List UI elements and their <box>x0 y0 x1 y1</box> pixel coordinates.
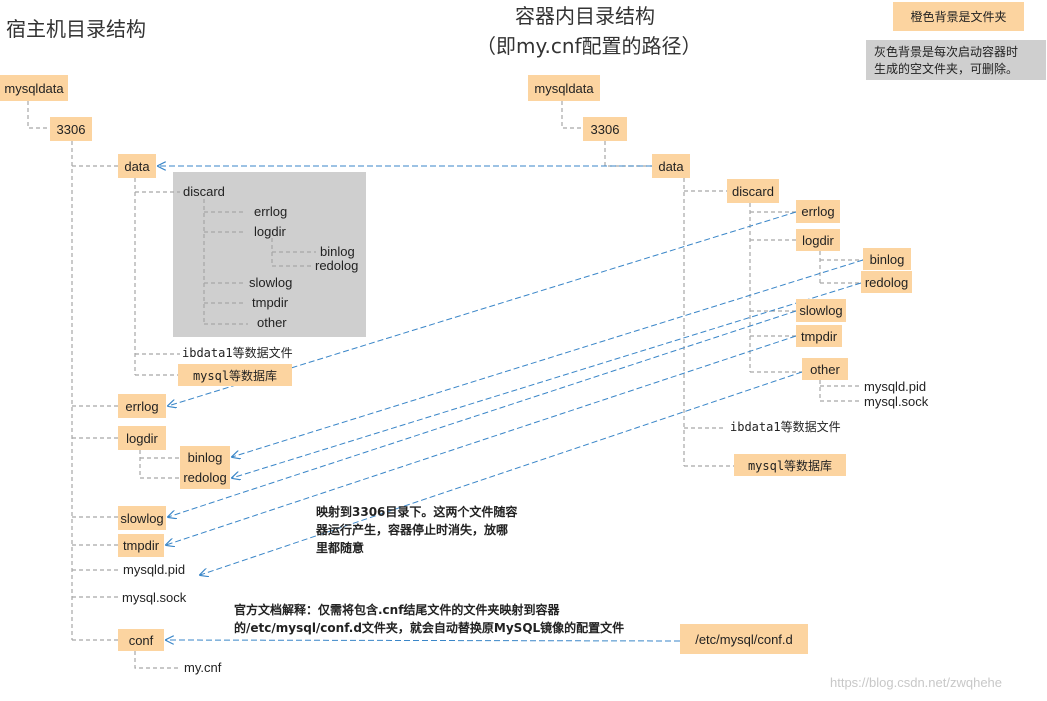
legend-gray-line2: 生成的空文件夹，可删除。 <box>874 62 1019 76</box>
mapping-note-line1: 映射到3306目录下。这两个文件随容 <box>316 505 518 519</box>
container-binlog-folder: binlog <box>863 248 911 270</box>
container-logdir-branches <box>819 251 863 284</box>
watermark: https://blog.csdn.net/zwqhehe <box>830 675 1003 690</box>
container-errlog-folder: errlog <box>796 200 840 223</box>
host-data-folder: data <box>118 154 156 178</box>
host-discard-tmpdir: tmpdir <box>252 295 289 310</box>
host-slowlog-folder: slowlog <box>118 506 166 530</box>
container-subtitle: （即my.cnf配置的路径） <box>476 34 702 58</box>
host-discard-errlog: errlog <box>254 204 288 219</box>
arrow-other-mapping <box>200 371 803 575</box>
container-root-branch <box>561 101 583 129</box>
host-discard-other: other <box>257 315 287 330</box>
container-confd-folder: /etc/mysql/conf.d <box>680 624 808 654</box>
arrow-tmpdir-mapping <box>166 335 797 545</box>
host-discard-slowlog: slowlog <box>249 275 293 290</box>
container-mysqldata-folder: mysqldata <box>528 75 600 101</box>
host-logdir-branches <box>139 450 180 479</box>
container-title: 容器内目录结构 <box>515 4 655 28</box>
arrow-conf-mapping <box>166 640 681 641</box>
arrow-binlog-mapping <box>232 259 864 457</box>
host-data-branches <box>134 178 180 376</box>
host-ibdata-file: ibdata1等数据文件 <box>182 346 293 360</box>
host-root-branch <box>27 101 50 129</box>
legend-gray-line1: 灰色背景是每次启动容器时 <box>874 45 1019 59</box>
host-mysqld-pid-file: mysqld.pid <box>123 562 186 577</box>
host-redolog-folder: redolog <box>180 466 230 489</box>
mapping-note-line3: 里都随意 <box>316 541 365 555</box>
container-discard-folder: discard <box>727 179 779 203</box>
host-errlog-folder: errlog <box>118 394 166 418</box>
container-3306-folder: 3306 <box>583 117 627 141</box>
discard-gray-block <box>173 172 366 337</box>
host-discard-logdir-branches <box>271 238 316 267</box>
host-discard-label: discard <box>183 184 225 199</box>
host-logdir-folder: logdir <box>118 426 166 450</box>
container-mysql-db-folder: mysql等数据库 <box>734 454 846 476</box>
container-other-branches <box>819 380 860 402</box>
host-title: 宿主机目录结构 <box>6 17 146 41</box>
legend-orange: 橙色背景是文件夹 <box>893 2 1024 31</box>
legend-gray: 灰色背景是每次启动容器时 生成的空文件夹，可删除。 <box>866 40 1046 80</box>
container-mysqld-pid-file: mysqld.pid <box>864 379 927 394</box>
arrow-redolog-mapping <box>232 282 862 478</box>
container-logdir-folder: logdir <box>796 229 840 251</box>
host-conf-folder: conf <box>118 629 164 651</box>
host-3306-folder: 3306 <box>50 117 92 141</box>
host-my-cnf-file: my.cnf <box>184 660 222 675</box>
host-mysql-sock-file: mysql.sock <box>122 590 187 605</box>
container-redolog-folder: redolog <box>861 271 912 293</box>
arrow-slowlog-mapping <box>168 310 797 517</box>
official-doc-note: 官方文档解释：仅需将包含.cnf结尾文件的文件夹映射到容器 的/etc/mysq… <box>234 601 694 637</box>
official-doc-note-line2: 的/etc/mysql/conf.d文件夹，就会自动替换原MySQL镜像的配置文… <box>234 621 625 635</box>
host-mysql-db-folder: mysql等数据库 <box>178 364 292 386</box>
mapping-note: 映射到3306目录下。这两个文件随容 器运行产生，容器停止时消失，放哪 里都随意 <box>316 503 556 557</box>
container-ibdata-file: ibdata1等数据文件 <box>730 420 841 434</box>
host-3306-branches <box>71 141 118 641</box>
host-discard-branches <box>203 199 248 325</box>
arrow-errlog-mapping <box>168 211 797 406</box>
container-slowlog-folder: slowlog <box>796 299 846 322</box>
official-doc-note-line1: 官方文档解释：仅需将包含.cnf结尾文件的文件夹映射到容器 <box>234 603 560 617</box>
container-other-folder: other <box>802 358 848 380</box>
host-tmpdir-folder: tmpdir <box>118 534 164 557</box>
container-mysql-sock-file: mysql.sock <box>864 394 929 409</box>
host-mysqldata-folder: mysqldata <box>0 75 68 101</box>
host-conf-branches <box>134 651 180 669</box>
container-data-branches <box>683 178 734 467</box>
host-binlog-folder: binlog <box>180 446 230 469</box>
container-tmpdir-folder: tmpdir <box>796 325 842 347</box>
container-discard-branches <box>749 203 802 373</box>
container-3306-branch <box>604 141 652 167</box>
container-data-folder: data <box>652 154 690 178</box>
host-discard-binlog: binlog <box>320 244 355 259</box>
host-discard-redolog: redolog <box>315 258 359 273</box>
mapping-note-line2: 器运行产生，容器停止时消失，放哪 <box>316 523 509 537</box>
host-discard-logdir: logdir <box>254 224 286 239</box>
